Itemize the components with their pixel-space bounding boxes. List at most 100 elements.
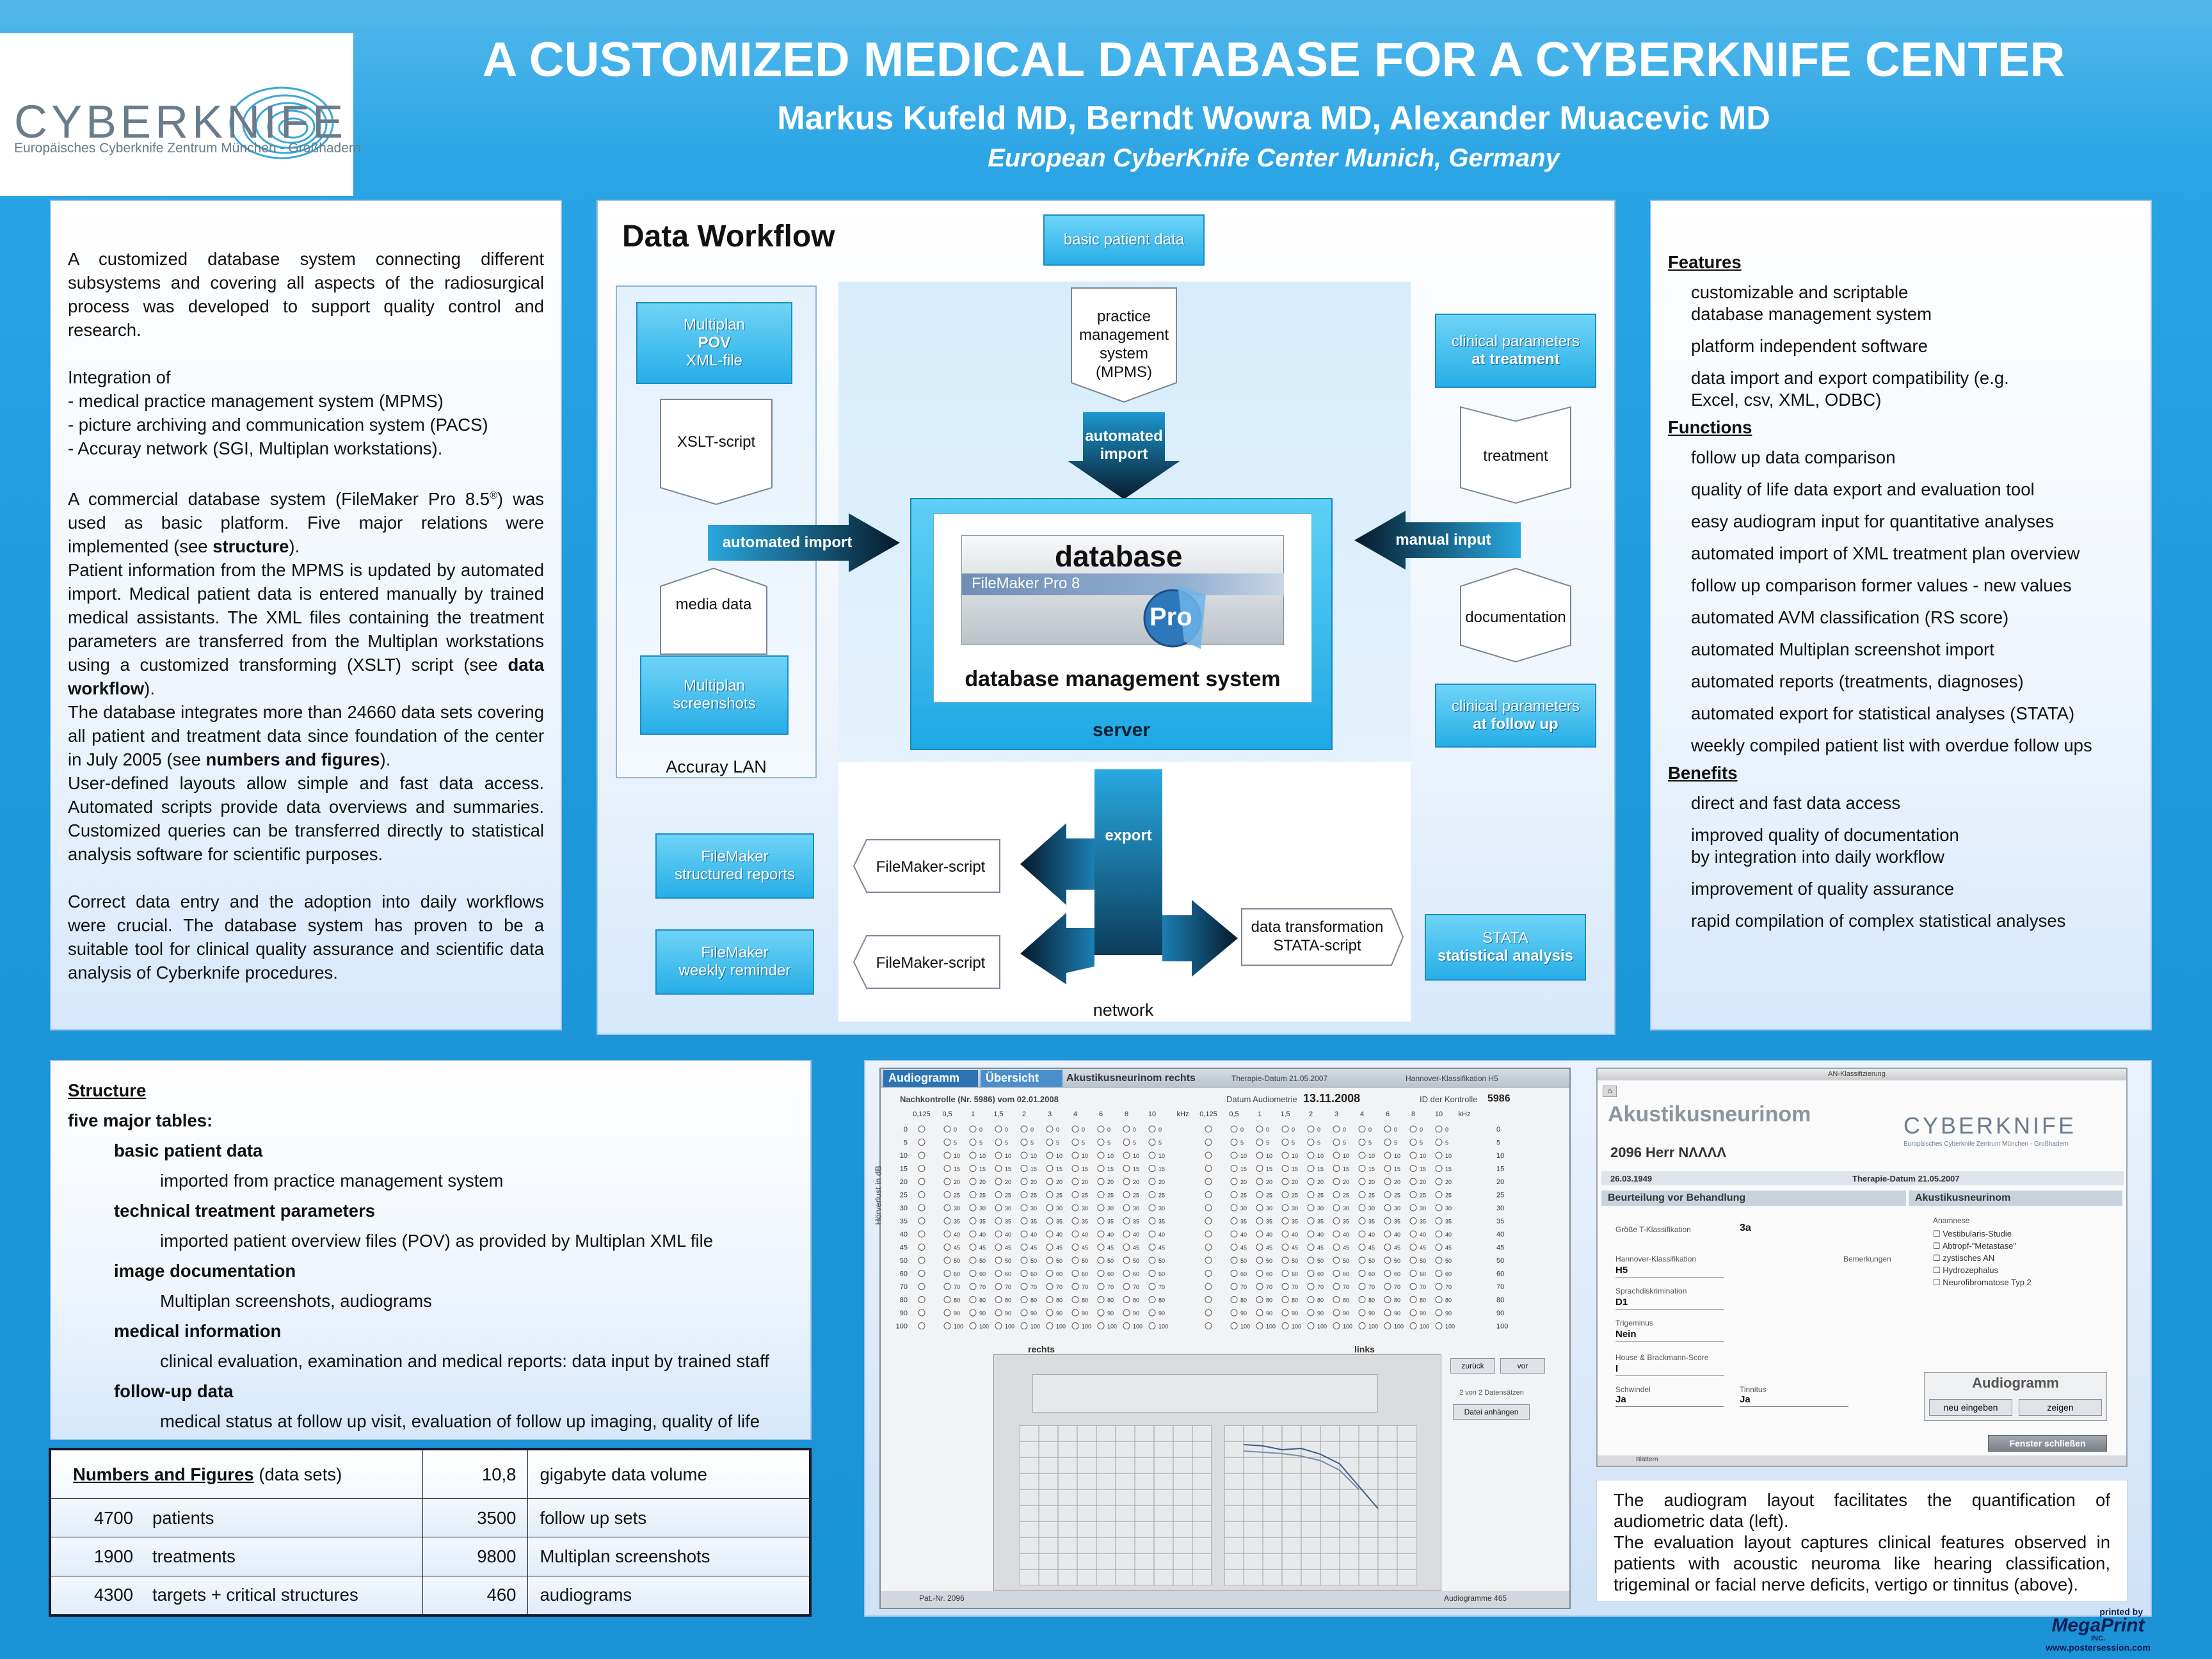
audiogram-radio-left[interactable]	[1409, 1296, 1417, 1303]
audiogram-radio-left[interactable]	[1435, 1151, 1443, 1159]
audiogram-radio-left[interactable]	[1409, 1139, 1417, 1146]
audiogram-radio-right[interactable]	[1097, 1296, 1105, 1303]
audiogram-radio-right[interactable]	[1148, 1217, 1156, 1224]
audiogram-radio-left[interactable]	[1307, 1256, 1315, 1264]
audiogram-radio-left[interactable]	[1205, 1256, 1212, 1264]
audiogram-radio-right[interactable]	[918, 1283, 926, 1290]
audiogram-radio-left[interactable]	[1384, 1139, 1391, 1146]
audiogram-radio-left[interactable]	[1409, 1217, 1417, 1224]
audiogram-radio-right[interactable]	[969, 1270, 977, 1277]
audiogram-radio-right[interactable]	[995, 1244, 1002, 1251]
audiogram-radio-right[interactable]	[995, 1230, 1002, 1238]
audiogram-radio-right[interactable]	[995, 1283, 1002, 1290]
audiogram-radio-right[interactable]	[1020, 1296, 1028, 1303]
audiogram-radio-right[interactable]	[943, 1151, 951, 1159]
audiogram-radio-right[interactable]	[995, 1296, 1002, 1303]
audiogram-radio-right[interactable]	[1097, 1230, 1105, 1238]
audiogram-radio-left[interactable]	[1435, 1296, 1443, 1303]
audiogram-radio-right[interactable]	[1046, 1165, 1054, 1172]
audiogram-radio-right[interactable]	[1148, 1165, 1156, 1172]
audiogram-radio-left[interactable]	[1384, 1191, 1391, 1198]
audiogram-radio-right[interactable]	[1071, 1217, 1079, 1224]
audiogram-radio-right[interactable]	[918, 1244, 926, 1251]
audiogram-radio-left[interactable]	[1205, 1283, 1212, 1290]
audiogram-radio-left[interactable]	[1281, 1296, 1289, 1303]
audiogram-radio-right[interactable]	[995, 1256, 1002, 1264]
audiogram-radio-left[interactable]	[1333, 1178, 1340, 1185]
audiogram-radio-left[interactable]	[1307, 1191, 1315, 1198]
audiogram-radio-left[interactable]	[1409, 1244, 1417, 1251]
audiogram-radio-left[interactable]	[1333, 1217, 1340, 1224]
audiogram-radio-left[interactable]	[1230, 1256, 1238, 1264]
audiogram-radio-left[interactable]	[1307, 1151, 1315, 1159]
audiogram-radio-right[interactable]	[1071, 1256, 1079, 1264]
audiogram-radio-right[interactable]	[1123, 1283, 1130, 1290]
audiogram-radio-left[interactable]	[1205, 1322, 1212, 1329]
audiogram-radio-left[interactable]	[1205, 1125, 1212, 1133]
audiogram-radio-right[interactable]	[1148, 1204, 1156, 1212]
audiogram-radio-left[interactable]	[1256, 1283, 1263, 1290]
audiogram-radio-right[interactable]	[918, 1165, 926, 1172]
audiogram-radio-right[interactable]	[995, 1270, 1002, 1277]
audiogram-radio-right[interactable]	[1123, 1230, 1130, 1238]
audiogram-radio-left[interactable]	[1256, 1230, 1263, 1238]
audiogram-radio-right[interactable]	[995, 1139, 1002, 1146]
audiogram-radio-right[interactable]	[1123, 1256, 1130, 1264]
audiogram-radio-left[interactable]	[1384, 1125, 1391, 1133]
audiogram-radio-right[interactable]	[1148, 1139, 1156, 1146]
hannover-field[interactable]: H5	[1615, 1265, 1724, 1278]
audiogram-radio-left[interactable]	[1435, 1139, 1443, 1146]
audiogram-radio-right[interactable]	[1046, 1204, 1054, 1212]
audiogram-radio-left[interactable]	[1230, 1322, 1238, 1329]
audiogram-radio-left[interactable]	[1205, 1217, 1212, 1224]
audiogram-radio-left[interactable]	[1409, 1270, 1417, 1277]
audiogram-radio-left[interactable]	[1230, 1217, 1238, 1224]
audiogram-radio-left[interactable]	[1358, 1125, 1366, 1133]
audiogram-radio-left[interactable]	[1384, 1256, 1391, 1264]
audiogram-radio-left[interactable]	[1384, 1283, 1391, 1290]
audiogram-radio-left[interactable]	[1435, 1309, 1443, 1317]
audiogram-radio-right[interactable]	[918, 1178, 926, 1185]
audiogram-radio-right[interactable]	[1123, 1178, 1130, 1185]
audiogram-radio-right[interactable]	[969, 1296, 977, 1303]
audiogram-radio-right[interactable]	[1071, 1322, 1079, 1329]
zeigen-button[interactable]: zeigen	[2019, 1399, 2102, 1416]
audiogram-radio-left[interactable]	[1435, 1230, 1443, 1238]
audiogram-radio-left[interactable]	[1409, 1151, 1417, 1159]
audiogram-radio-right[interactable]	[1148, 1283, 1156, 1290]
audiogram-radio-right[interactable]	[943, 1191, 951, 1198]
audiogram-radio-left[interactable]	[1384, 1165, 1391, 1172]
audiogram-radio-left[interactable]	[1333, 1283, 1340, 1290]
close-window-button[interactable]: Fenster schließen	[1988, 1435, 2107, 1452]
audiogram-radio-right[interactable]	[943, 1322, 951, 1329]
audiogram-radio-right[interactable]	[1097, 1178, 1105, 1185]
audiogram-radio-left[interactable]	[1205, 1244, 1212, 1251]
neu-eingeben-button[interactable]: neu eingeben	[1929, 1399, 2012, 1416]
audiogram-radio-left[interactable]	[1205, 1309, 1212, 1317]
audiogram-radio-right[interactable]	[1148, 1191, 1156, 1198]
audiogram-radio-right[interactable]	[1071, 1139, 1079, 1146]
audiogram-radio-right[interactable]	[1046, 1256, 1054, 1264]
audiogram-radio-left[interactable]	[1358, 1217, 1366, 1224]
audiogram-radio-left[interactable]	[1435, 1256, 1443, 1264]
trigeminus-field[interactable]: Nein	[1615, 1329, 1724, 1342]
audiogram-radio-left[interactable]	[1256, 1165, 1263, 1172]
audiogram-radio-left[interactable]	[1281, 1309, 1289, 1317]
audiogram-radio-left[interactable]	[1435, 1191, 1443, 1198]
audiogram-radio-left[interactable]	[1409, 1283, 1417, 1290]
audiogram-radio-left[interactable]	[1281, 1165, 1289, 1172]
audiogram-radio-right[interactable]	[1071, 1230, 1079, 1238]
audiogram-radio-right[interactable]	[918, 1296, 926, 1303]
audiogram-radio-right[interactable]	[918, 1309, 926, 1317]
audiogram-radio-left[interactable]	[1230, 1178, 1238, 1185]
audiogram-radio-right[interactable]	[1046, 1244, 1054, 1251]
audiogram-radio-right[interactable]	[1097, 1256, 1105, 1264]
audiogram-radio-right[interactable]	[1020, 1191, 1028, 1198]
audiogram-radio-right[interactable]	[1123, 1125, 1130, 1133]
audiogram-radio-left[interactable]	[1256, 1125, 1263, 1133]
audiogram-radio-left[interactable]	[1358, 1204, 1366, 1212]
audiogram-radio-left[interactable]	[1358, 1309, 1366, 1317]
audiogram-radio-left[interactable]	[1281, 1270, 1289, 1277]
audiogram-radio-right[interactable]	[995, 1151, 1002, 1159]
audiogram-radio-left[interactable]	[1256, 1191, 1263, 1198]
